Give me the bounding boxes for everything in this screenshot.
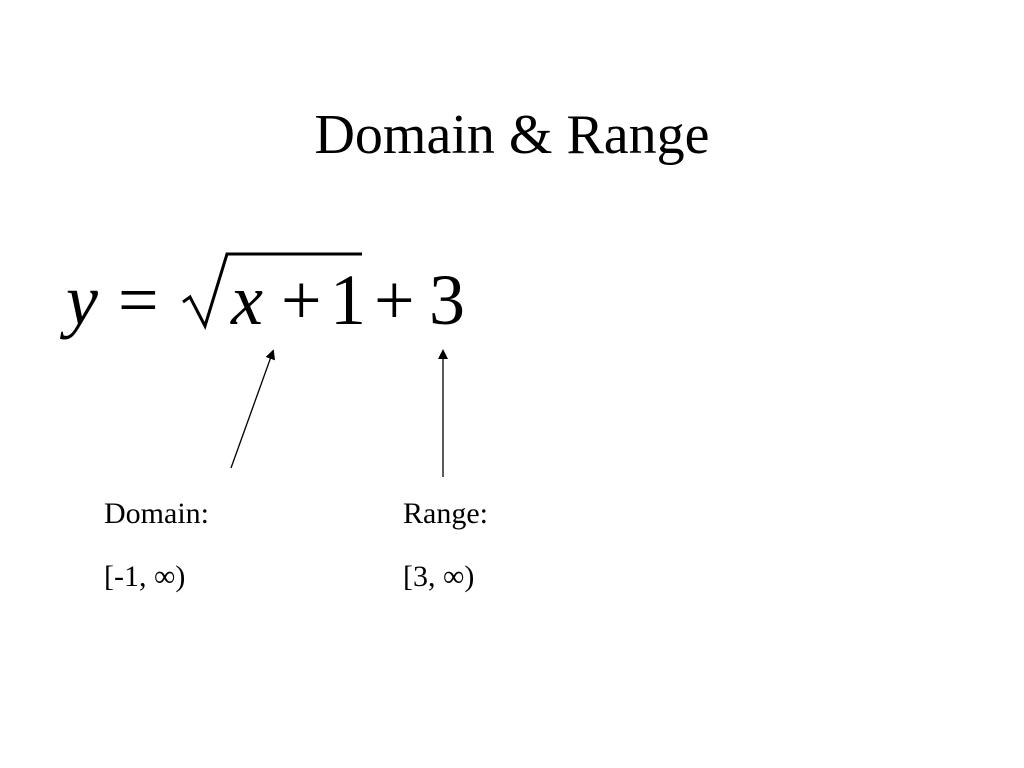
domain-label: Domain:	[104, 497, 209, 530]
domain-arrow	[230, 349, 276, 469]
domain-value: [-1, ∞)	[104, 560, 186, 593]
equation-radicand-variable: x	[230, 260, 263, 340]
equation-lhs-variable: y	[59, 260, 98, 340]
equation-equals-sign: =	[118, 260, 159, 340]
slide-title: Domain & Range	[314, 104, 710, 166]
range-value: [3, ∞)	[403, 560, 475, 593]
equation-outer-plus: +	[374, 260, 415, 340]
equation-radicand-plus: +	[281, 260, 322, 340]
range-label: Range:	[403, 497, 488, 530]
equation-outer-constant: 3	[429, 260, 465, 340]
square-root-symbol	[182, 252, 362, 330]
equation-radicand-constant: 1	[330, 260, 366, 340]
